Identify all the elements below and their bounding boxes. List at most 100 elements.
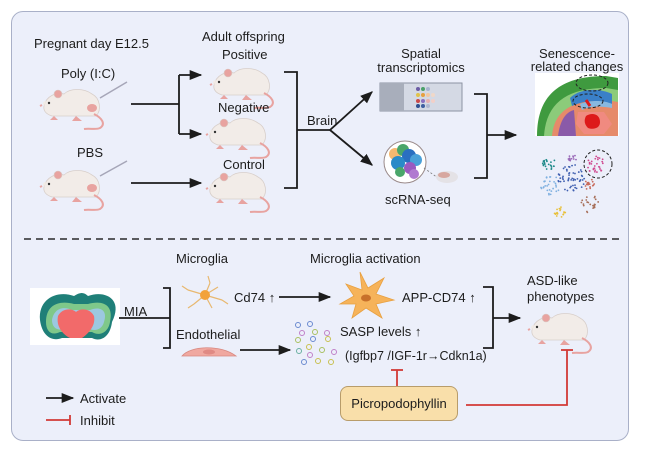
umap-point — [557, 189, 560, 192]
umap-point — [541, 162, 544, 165]
activate-arrows — [131, 69, 518, 189]
umap-point — [586, 201, 589, 203]
umap-point — [561, 176, 564, 179]
umap-point — [591, 180, 594, 183]
asd-label-1: ASD-like — [527, 273, 578, 288]
umap-point — [562, 167, 565, 170]
spatial-map-icon — [535, 73, 619, 136]
spatial-label-1: Spatial — [401, 46, 441, 61]
umap-point — [540, 186, 542, 189]
umap-point — [562, 178, 564, 181]
microglia-icon — [181, 275, 229, 309]
legend-activate-label: Activate — [80, 391, 127, 406]
umap-point — [585, 183, 588, 186]
umap-point — [555, 185, 558, 188]
mouse-negative-icon — [205, 117, 270, 159]
spatial-slide-icon — [379, 82, 463, 112]
umap-point — [566, 169, 568, 172]
umap-point — [595, 155, 598, 158]
umap-point — [580, 170, 583, 173]
umap-point — [550, 161, 552, 164]
umap-point — [555, 176, 558, 179]
umap-point — [553, 180, 555, 183]
umap-point — [554, 182, 557, 185]
umap-point — [542, 186, 545, 188]
umap-point — [552, 187, 555, 190]
adult-offspring-label: Adult offspring — [202, 29, 285, 44]
umap-point — [554, 213, 557, 216]
umap-point — [596, 158, 599, 161]
umap-point — [593, 196, 596, 199]
umap-point — [548, 180, 551, 183]
poly-ic-label: Poly (I:C) — [61, 66, 116, 81]
umap-point — [556, 213, 559, 215]
mouse-pbs-icon — [39, 160, 128, 211]
microglia-activation-label: Microglia activation — [310, 251, 421, 266]
umap-point — [570, 157, 573, 160]
umap-point — [572, 184, 574, 187]
umap-point — [581, 199, 584, 202]
umap-point — [550, 190, 553, 193]
umap-point — [593, 183, 596, 185]
umap-point — [545, 176, 548, 179]
syringe-icon — [99, 81, 128, 99]
umap-point — [572, 178, 575, 180]
umap-point — [567, 178, 570, 181]
umap-point — [547, 163, 550, 166]
umap-point — [574, 186, 577, 189]
umap-point — [570, 185, 572, 188]
sasp-label: SASP levels ↑ — [340, 324, 422, 339]
activate-arrows-bottom — [46, 286, 522, 404]
umap-point — [544, 184, 547, 187]
umap-point — [575, 158, 577, 161]
activated-microglia-icon — [338, 271, 396, 320]
umap-point — [597, 201, 600, 203]
umap-point — [588, 183, 591, 185]
umap-point — [557, 179, 560, 182]
asd-label-2: phenotypes — [527, 289, 595, 304]
umap-point — [548, 193, 550, 196]
umap-point — [592, 204, 594, 207]
umap-point — [583, 177, 586, 180]
umap-point — [589, 187, 592, 190]
umap-point — [544, 165, 547, 168]
umap-point — [559, 177, 562, 180]
umap-point — [588, 162, 591, 165]
umap-point — [553, 165, 555, 168]
spatial-label-2: transcriptomics — [377, 60, 465, 75]
umap-point — [601, 160, 604, 163]
umap-point — [587, 166, 589, 169]
umap-point — [559, 209, 561, 212]
umap-point — [587, 183, 590, 185]
umap-point — [597, 165, 600, 168]
umap-point — [572, 156, 575, 158]
umap-point — [594, 157, 597, 160]
umap-point — [570, 178, 573, 181]
umap-point — [589, 203, 592, 206]
umap-point — [600, 169, 603, 172]
inhibit-lines — [46, 349, 573, 425]
umap-point — [550, 165, 553, 168]
umap-point — [594, 198, 597, 201]
pathway-label: (Igfbp7 /IGF-1r→Cdkn1a) — [345, 349, 487, 363]
umap-point — [585, 210, 588, 213]
umap-point — [601, 162, 604, 165]
umap-point — [543, 180, 546, 183]
umap-point — [549, 193, 552, 196]
umap-point — [555, 184, 557, 187]
umap-point — [582, 183, 585, 186]
umap-point — [572, 189, 575, 191]
umap-point — [590, 163, 593, 165]
umap-point — [579, 179, 582, 181]
umap-point — [572, 179, 575, 182]
umap-point — [543, 160, 546, 163]
umap-scatter-icon — [540, 149, 613, 218]
umap-point — [562, 175, 564, 178]
senescence-label-2: related changes — [530, 59, 624, 74]
sasp-particles-icon — [295, 321, 337, 365]
umap-point — [569, 186, 572, 189]
umap-point — [594, 169, 597, 172]
umap-point — [582, 204, 585, 207]
umap-point — [558, 207, 561, 210]
umap-point — [590, 160, 593, 163]
